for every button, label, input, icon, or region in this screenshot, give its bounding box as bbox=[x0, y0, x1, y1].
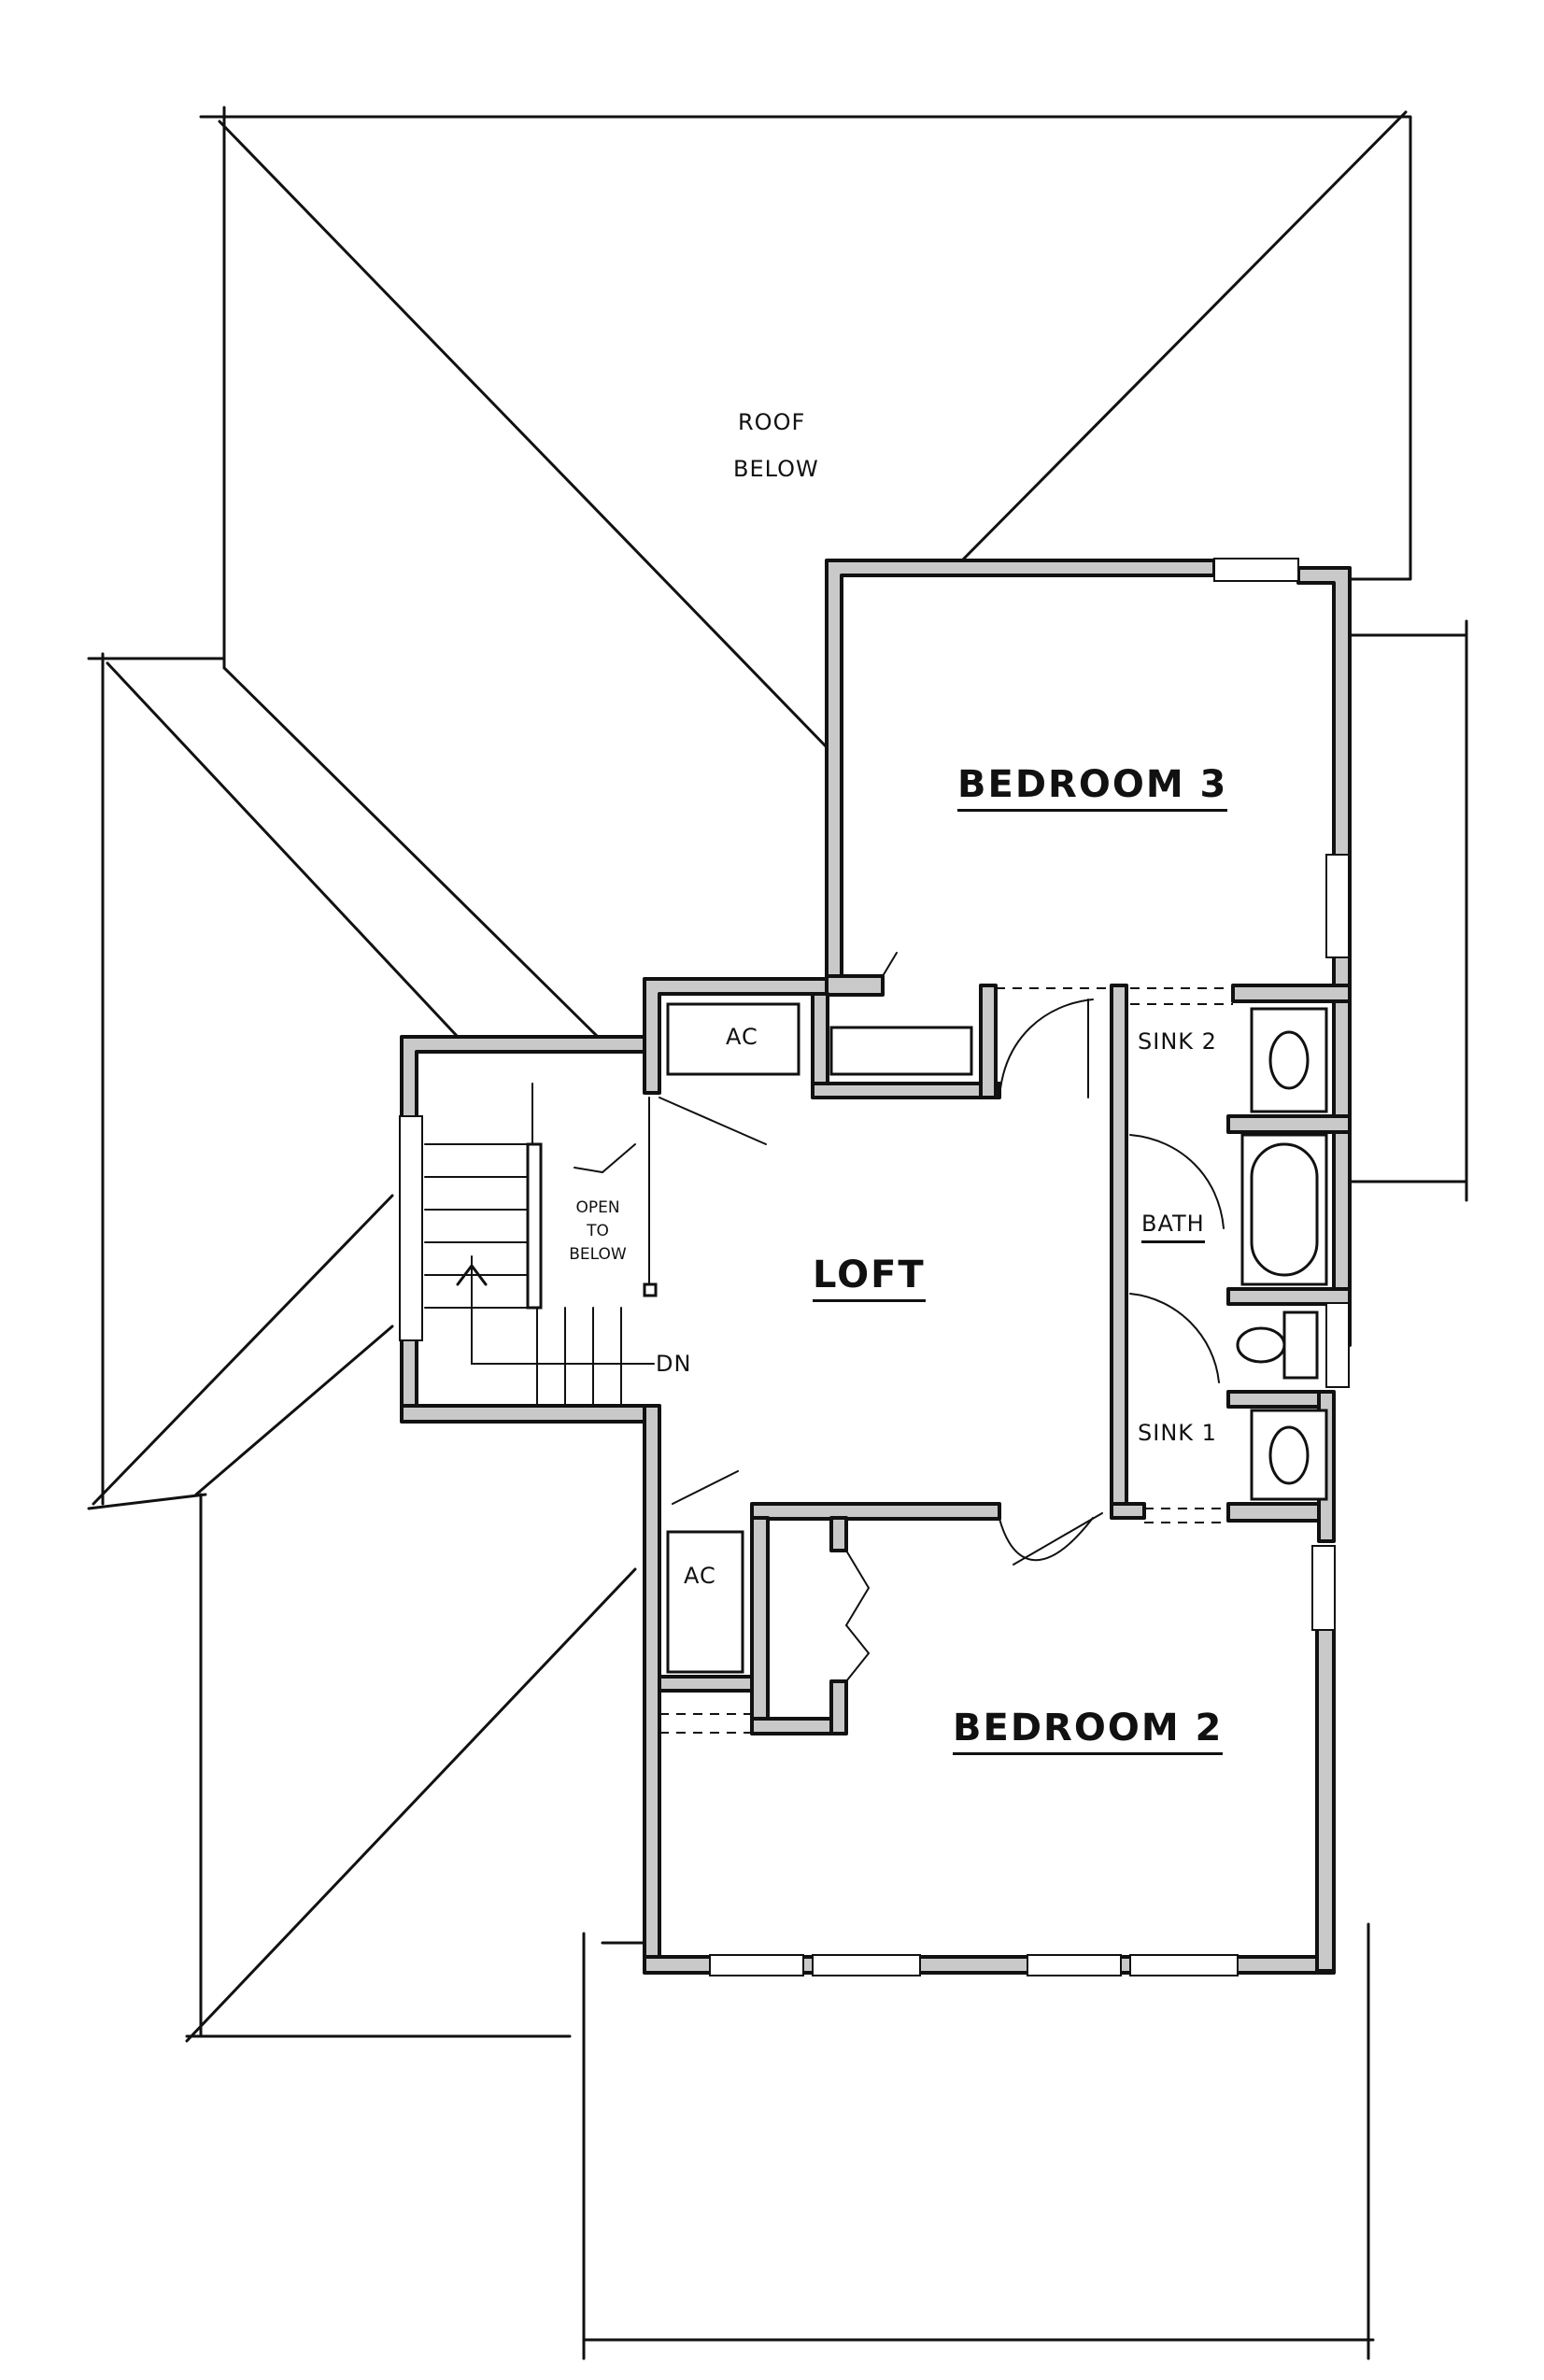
bath-label: BATH bbox=[1141, 1212, 1205, 1243]
roof-below-label-line2: BELOW bbox=[733, 456, 819, 482]
roof-outline-left bbox=[87, 652, 600, 1510]
roof-outline-lower-left bbox=[185, 1493, 637, 2043]
sink2-label: SINK 2 bbox=[1138, 1028, 1217, 1055]
dashed-lines bbox=[659, 987, 1233, 1734]
roof-outline-porch bbox=[582, 1922, 1375, 2360]
doors bbox=[659, 952, 1225, 1682]
stair-down-label: DN bbox=[656, 1351, 692, 1377]
bedroom3-label: BEDROOM 3 bbox=[957, 766, 1228, 812]
open-to-below-line2: TO bbox=[587, 1222, 609, 1240]
bedroom2-label: BEDROOM 2 bbox=[953, 1709, 1224, 1755]
open-to-below-line3: BELOW bbox=[569, 1245, 627, 1264]
ac-lower-label: AC bbox=[684, 1563, 716, 1589]
open-to-below-line1: OPEN bbox=[575, 1198, 620, 1217]
roof-below-label-line1: ROOF bbox=[738, 409, 806, 435]
bath-fixtures bbox=[1236, 1007, 1328, 1501]
stairs bbox=[424, 1083, 658, 1407]
ac-units bbox=[666, 1002, 973, 1674]
windows bbox=[399, 558, 1350, 1976]
loft-label: LOFT bbox=[813, 1256, 926, 1302]
sink1-label: SINK 1 bbox=[1138, 1420, 1217, 1446]
ac-upper-label: AC bbox=[726, 1024, 758, 1050]
roof-outline-right bbox=[1343, 619, 1468, 1202]
roof-outline-top bbox=[199, 106, 1412, 749]
